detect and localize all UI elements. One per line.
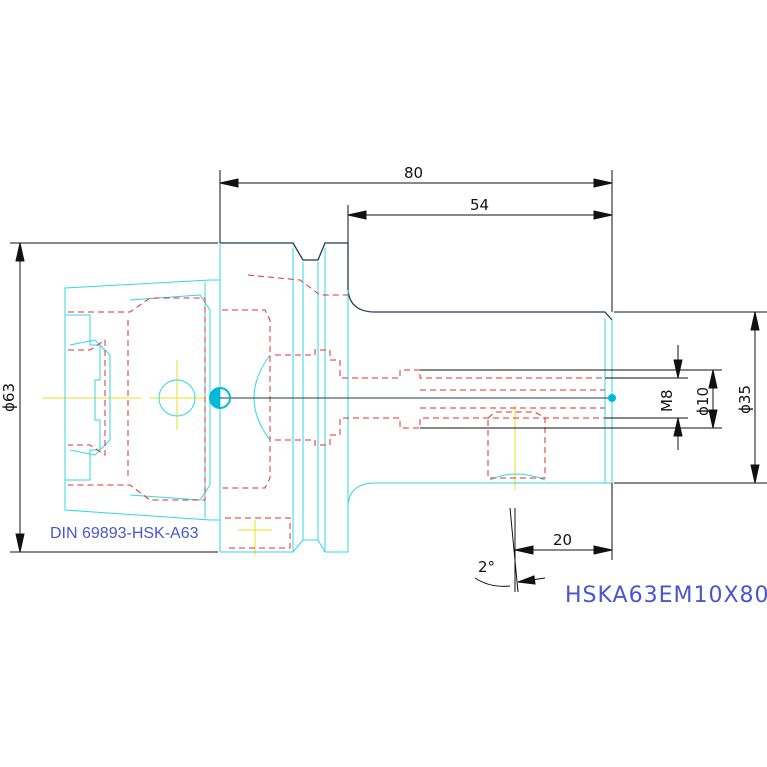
- reference-marker-fill: [210, 388, 220, 408]
- drive-hole: [158, 379, 196, 417]
- main-body-outline: [220, 242, 613, 321]
- axis-markers: [209, 387, 616, 409]
- screw-hidden: [225, 517, 291, 549]
- part-number-label: HSKA63EM10X80E: [565, 583, 767, 608]
- dim-m8-label: M8: [658, 390, 676, 413]
- dim-10-arrow-b: [708, 409, 718, 429]
- reference-marker-right: [608, 394, 616, 402]
- taper-inner-left: [65, 314, 101, 481]
- lower-contour: [220, 482, 612, 553]
- hsk-taper-profile: [64, 279, 221, 521]
- taper-hidden-1: [68, 297, 206, 501]
- dim-angle-arc: [474, 577, 511, 587]
- cross-hole-hidden: [487, 411, 546, 479]
- ext-20-left-b: [509, 507, 519, 593]
- dim-63-arrow-t: [15, 242, 25, 262]
- dim-10-arrow-t: [708, 369, 718, 389]
- dim-35-arrow-t: [750, 311, 760, 331]
- taper-hidden-lines: [68, 297, 206, 501]
- dim-54-label: 54: [470, 196, 489, 214]
- bore-hidden-4: [275, 417, 605, 446]
- cross-hole-contour: [489, 473, 546, 481]
- dim-63-label: ϕ63: [0, 383, 18, 412]
- body-hidden-lines: [222, 274, 605, 549]
- taper-inner-groove: [69, 339, 111, 456]
- dim-angle-label: 2°: [478, 558, 495, 576]
- dim-80-label: 80: [404, 164, 423, 182]
- dim-20-label: 20: [553, 531, 572, 549]
- bore-hidden-2: [247, 274, 348, 296]
- dim-54-arrow-l: [347, 210, 367, 220]
- dim-80-arrow-r: [593, 178, 613, 188]
- taper-outer-contour: [64, 279, 221, 521]
- dim-m8-arrow-b: [673, 417, 683, 437]
- dim-35-label: ϕ35: [736, 385, 754, 414]
- flange-and-shank-contour: [220, 242, 613, 321]
- dim-35-arrow-b: [750, 464, 760, 484]
- dim-54-arrow-r: [593, 210, 613, 220]
- dimension-lines: [10, 170, 767, 593]
- dim-m8-arrow-t: [673, 359, 683, 379]
- dim-80-arrow-l: [219, 178, 239, 188]
- bore-hidden-1: [222, 309, 271, 489]
- bore-hidden-3: [275, 349, 605, 379]
- dim-angle-arrow: [517, 575, 536, 585]
- dim-10-label: ϕ10: [694, 387, 712, 416]
- dim-20-arrow-l: [514, 545, 534, 555]
- standard-label: DIN 69893-HSK-A63: [50, 525, 199, 542]
- dim-63-arrow-b: [15, 533, 25, 553]
- dim-20-arrow-r: [593, 545, 613, 555]
